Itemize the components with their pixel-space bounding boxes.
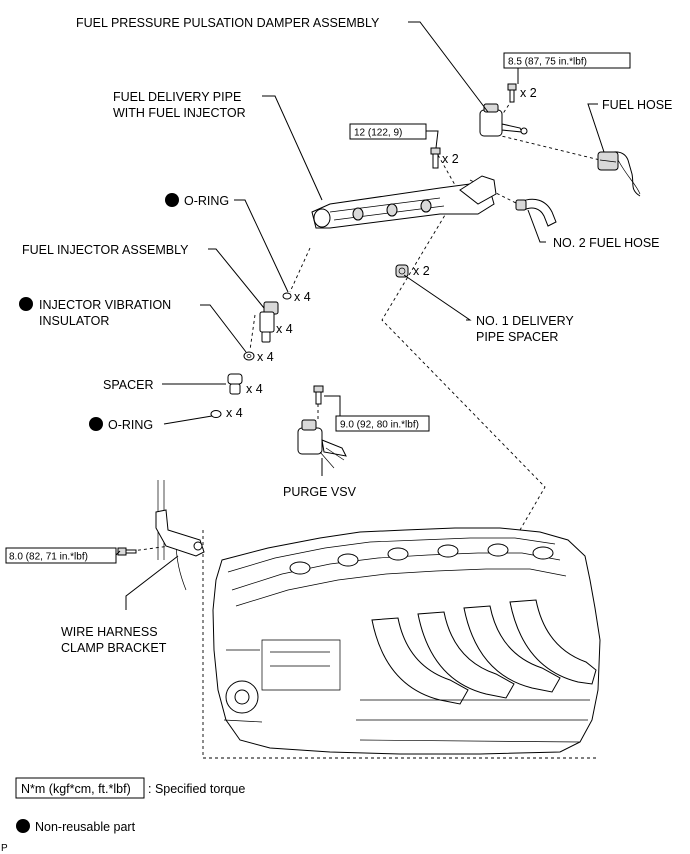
no2-fuel-hose bbox=[515, 198, 557, 227]
o-ring-bottom-part bbox=[210, 410, 222, 418]
label-fuel-hose: FUEL HOSE bbox=[602, 98, 672, 112]
qty-o-ring-bottom: x 4 bbox=[226, 406, 243, 420]
qty-injector: x 4 bbox=[276, 322, 293, 336]
label-o-ring-top: O-RING bbox=[184, 194, 229, 208]
label-spacer-line2: PIPE SPACER bbox=[476, 330, 558, 344]
label-spacer-line1: NO. 1 DELIVERY bbox=[476, 314, 574, 328]
leader-lines bbox=[115, 21, 605, 610]
fuel-injector bbox=[259, 301, 279, 343]
torque-box-bracket bbox=[5, 547, 117, 564]
torque-purge-vsv: 9.0 (92, 80 in.*lbf) bbox=[340, 420, 419, 431]
torque-box-vsv bbox=[335, 415, 430, 432]
legend-torque-box bbox=[15, 777, 145, 799]
torque-bracket: 8.0 (82, 71 in.*lbf) bbox=[9, 552, 88, 563]
label-no2-fuel-hose: NO. 2 FUEL HOSE bbox=[553, 236, 660, 250]
non-reusable-icon bbox=[16, 819, 30, 833]
label-spacer: SPACER bbox=[103, 378, 153, 392]
damper-bolt bbox=[507, 83, 517, 103]
legend: N*m (kgf*cm, ft.*lbf) : Specified torque… bbox=[15, 777, 245, 834]
legend-torque-desc: : Specified torque bbox=[148, 782, 245, 796]
torque-box-damper bbox=[503, 52, 631, 69]
torque-box-pipe bbox=[349, 123, 427, 140]
non-reusable-icon bbox=[165, 193, 179, 207]
label-delivery-pipe-line2: WITH FUEL INJECTOR bbox=[113, 106, 246, 120]
engine-illustration bbox=[202, 527, 601, 759]
cam-cover-bosses bbox=[289, 543, 554, 575]
label-insulator-line1: INJECTOR VIBRATION bbox=[39, 298, 171, 312]
qty-spacer: x 4 bbox=[246, 382, 263, 396]
label-bracket-line2: CLAMP BRACKET bbox=[61, 641, 167, 655]
torque-pipe-bolt: 12 (122, 9) bbox=[354, 128, 402, 139]
intake-manifold bbox=[356, 599, 597, 743]
fuel-hose bbox=[597, 151, 641, 197]
label-damper: FUEL PRESSURE PULSATION DAMPER ASSEMBLY bbox=[76, 16, 380, 30]
delivery-pipe-bolt bbox=[430, 147, 441, 169]
qty-damper-bolt: x 2 bbox=[520, 86, 537, 100]
label-insulator-line2: INSULATOR bbox=[39, 314, 109, 328]
injector-insulator bbox=[243, 351, 255, 361]
qty-pipe-bolt: x 2 bbox=[442, 152, 459, 166]
non-reusable-icon bbox=[19, 297, 33, 311]
delivery-pipe-spacer bbox=[395, 264, 409, 278]
non-reusable-icon bbox=[89, 417, 103, 431]
label-bracket-line1: WIRE HARNESS bbox=[61, 625, 158, 639]
legend-non-reusable: Non-reusable part bbox=[35, 820, 136, 834]
legend-torque-unit: N*m (kgf*cm, ft.*lbf) bbox=[21, 782, 131, 796]
qty-insulator: x 4 bbox=[257, 350, 274, 364]
label-purge-vsv: PURGE VSV bbox=[283, 485, 357, 499]
qty-delivery-spacer: x 2 bbox=[413, 264, 430, 278]
torque-damper-bolt: 8.5 (87, 75 in.*lbf) bbox=[508, 57, 587, 68]
wire-harness-bracket bbox=[117, 480, 205, 591]
purge-vsv bbox=[297, 385, 347, 469]
crank-pulley bbox=[225, 680, 259, 714]
spacer-part bbox=[227, 373, 243, 395]
pulsation-damper bbox=[479, 103, 528, 137]
label-o-ring-bottom: O-RING bbox=[108, 418, 153, 432]
corner-mark: P bbox=[1, 843, 8, 854]
fuel-delivery-pipe bbox=[311, 175, 497, 229]
qty-o-ring-top: x 4 bbox=[294, 290, 311, 304]
o-ring-top-part bbox=[282, 292, 292, 300]
label-injector: FUEL INJECTOR ASSEMBLY bbox=[22, 243, 189, 257]
label-delivery-pipe-line1: FUEL DELIVERY PIPE bbox=[113, 90, 241, 104]
